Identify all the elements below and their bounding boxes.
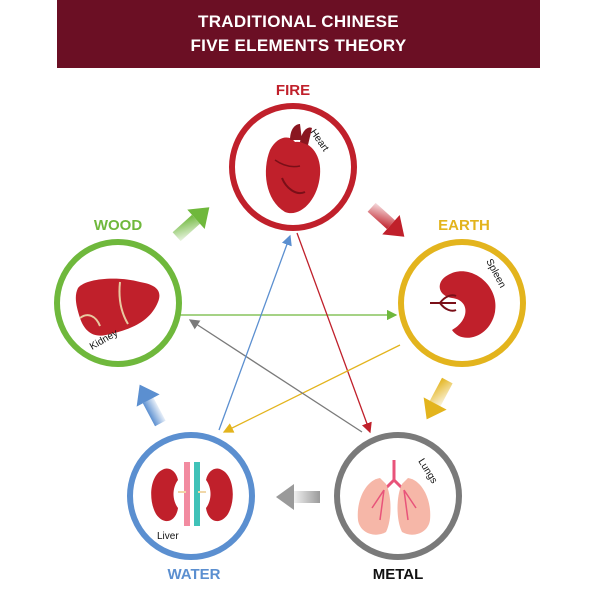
star-line-earth-water [222, 344, 401, 433]
element-label-metal: METAL [372, 566, 424, 583]
arrow-metal-to-water [276, 484, 320, 510]
arrow-water-to-wood [136, 384, 166, 427]
arrow-earth-to-metal [423, 377, 453, 420]
element-label-wood: WOOD [93, 217, 143, 234]
earth-circle [398, 239, 526, 367]
element-label-water: WATER [167, 566, 221, 583]
arrow-fire-to-earth [367, 202, 405, 237]
heart-icon [265, 124, 321, 214]
title-line-1: TRADITIONAL CHINESE [198, 12, 399, 31]
metal-node [334, 432, 462, 560]
title-line-2: FIVE ELEMENTS THEORY [190, 36, 407, 55]
star-line-metal-wood [188, 319, 363, 433]
metal-circle [334, 432, 462, 560]
wood-node [54, 239, 182, 367]
arrow-wood-to-fire [172, 207, 210, 242]
lungs-icon [357, 460, 431, 535]
water-node [127, 432, 255, 560]
star-line-fire-metal [296, 232, 372, 434]
fire-node [229, 103, 357, 231]
kidney-organ-icon [75, 278, 160, 336]
element-label-fire: FIRE [275, 82, 311, 99]
organ-label-water: Liver [157, 531, 179, 542]
water-circle [127, 432, 255, 560]
earth-node [398, 239, 526, 367]
element-label-earth: EARTH [438, 217, 490, 234]
spleen-icon [430, 271, 496, 338]
title-banner: TRADITIONAL CHINESE FIVE ELEMENTS THEORY [57, 0, 540, 68]
star-line-water-fire [218, 234, 292, 431]
liver-organ-icon [151, 462, 233, 526]
